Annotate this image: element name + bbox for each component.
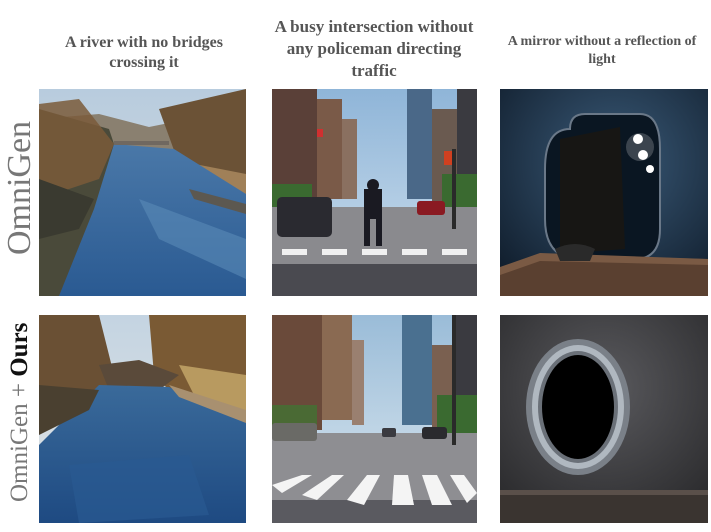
image-omnigen-river xyxy=(39,89,246,296)
row-label-ours: Ours xyxy=(6,322,33,377)
image-ours-intersection xyxy=(272,315,477,523)
column-prompt-intersection: A busy intersection without any policema… xyxy=(274,17,474,81)
column-prompt-mirror: A mirror without a reflection of light xyxy=(507,34,697,67)
row-label-main-text: OmniGen xyxy=(6,403,33,502)
column-prompt-river: A river with no bridges crossing it xyxy=(65,34,223,71)
row-label-plus: + xyxy=(6,376,33,404)
image-omnigen-mirror xyxy=(500,89,708,296)
image-ours-mirror xyxy=(500,315,708,523)
row-label-omnigen-text: OmniGen xyxy=(1,120,38,256)
image-omnigen-intersection xyxy=(272,89,477,296)
image-ours-river xyxy=(39,315,246,523)
row-label-omnigen: OmniGen xyxy=(0,118,40,258)
row-label-omnigen-ours: OmniGen + Ours xyxy=(5,323,35,502)
